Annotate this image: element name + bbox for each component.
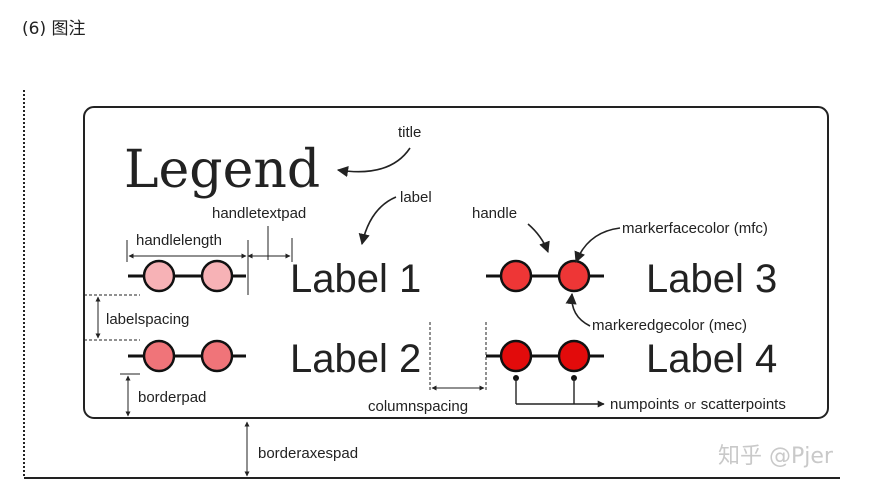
legend-entry-1: Label 1 [128,257,421,301]
section-heading: (6) 图注 [22,19,86,39]
handle-arrow [527,223,550,254]
marker [200,259,234,293]
legend-entry-3: Label 3 [486,257,777,301]
watermark: 知乎 @Pjer [718,444,834,469]
marker [142,259,176,293]
annotation-scatterpoints: scatterpoints [701,396,786,413]
marker [499,339,533,373]
annotation-handlelength: handlelength [136,232,222,249]
annotation-markerfacecolor: markerfacecolor (mfc) [622,220,768,237]
annotation-labelspacing: labelspacing [106,311,189,328]
annotation-columnspacing: columnspacing [368,398,468,415]
annotation-or: or [684,397,696,412]
legend-label-1: Label 1 [290,257,421,301]
marker [142,339,176,373]
legend-frame [83,106,829,419]
legend-title: Legend [124,140,320,200]
annotation-borderpad: borderpad [138,389,206,406]
marker [557,339,591,373]
annotation-title: title [398,124,421,141]
annotation-handletextpad: handletextpad [212,205,306,222]
marker [200,339,234,373]
annotation-handle: handle [472,205,517,222]
markeredgecolor-arrow [565,292,591,327]
annotation-numpoints-line: numpoints or scatterpoints [610,396,786,413]
title-arrow [336,147,411,178]
legend-entry-2: Label 2 [128,337,421,381]
label-arrow [358,196,397,246]
marker [557,259,591,293]
marker [499,259,533,293]
legend-label-2: Label 2 [290,337,421,381]
legend-label-3: Label 3 [646,257,777,301]
annotation-borderaxespad: borderaxespad [258,445,358,462]
legend-label-4: Label 4 [646,337,777,381]
markerfacecolor-arrow [574,227,621,264]
annotation-numpoints: numpoints [610,396,679,413]
annotation-markeredgecolor: markeredgecolor (mec) [592,317,747,334]
legend-entry-4: Label 4 [486,337,777,381]
annotation-label: label [400,189,432,206]
